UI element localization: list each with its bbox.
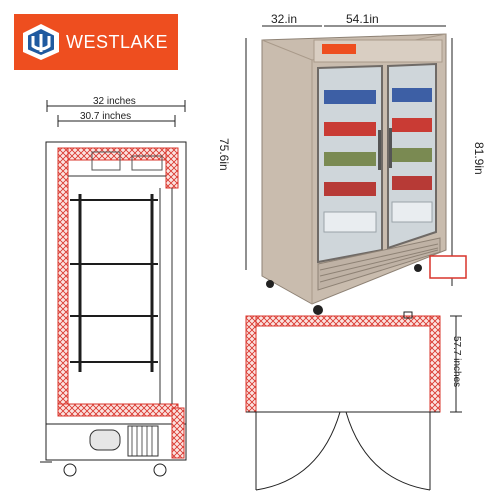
side-inner-width-label: 30.7 inches: [80, 111, 132, 122]
westlake-logo-icon: [23, 24, 59, 60]
brand-logo: WESTLAKE: [14, 14, 178, 70]
side-outer-width-label: 32 inches: [93, 96, 136, 107]
brand-name: WESTLAKE: [66, 32, 169, 52]
front-width-label: 54.1in: [346, 12, 379, 26]
front-depth-label: 32.in: [271, 12, 298, 26]
